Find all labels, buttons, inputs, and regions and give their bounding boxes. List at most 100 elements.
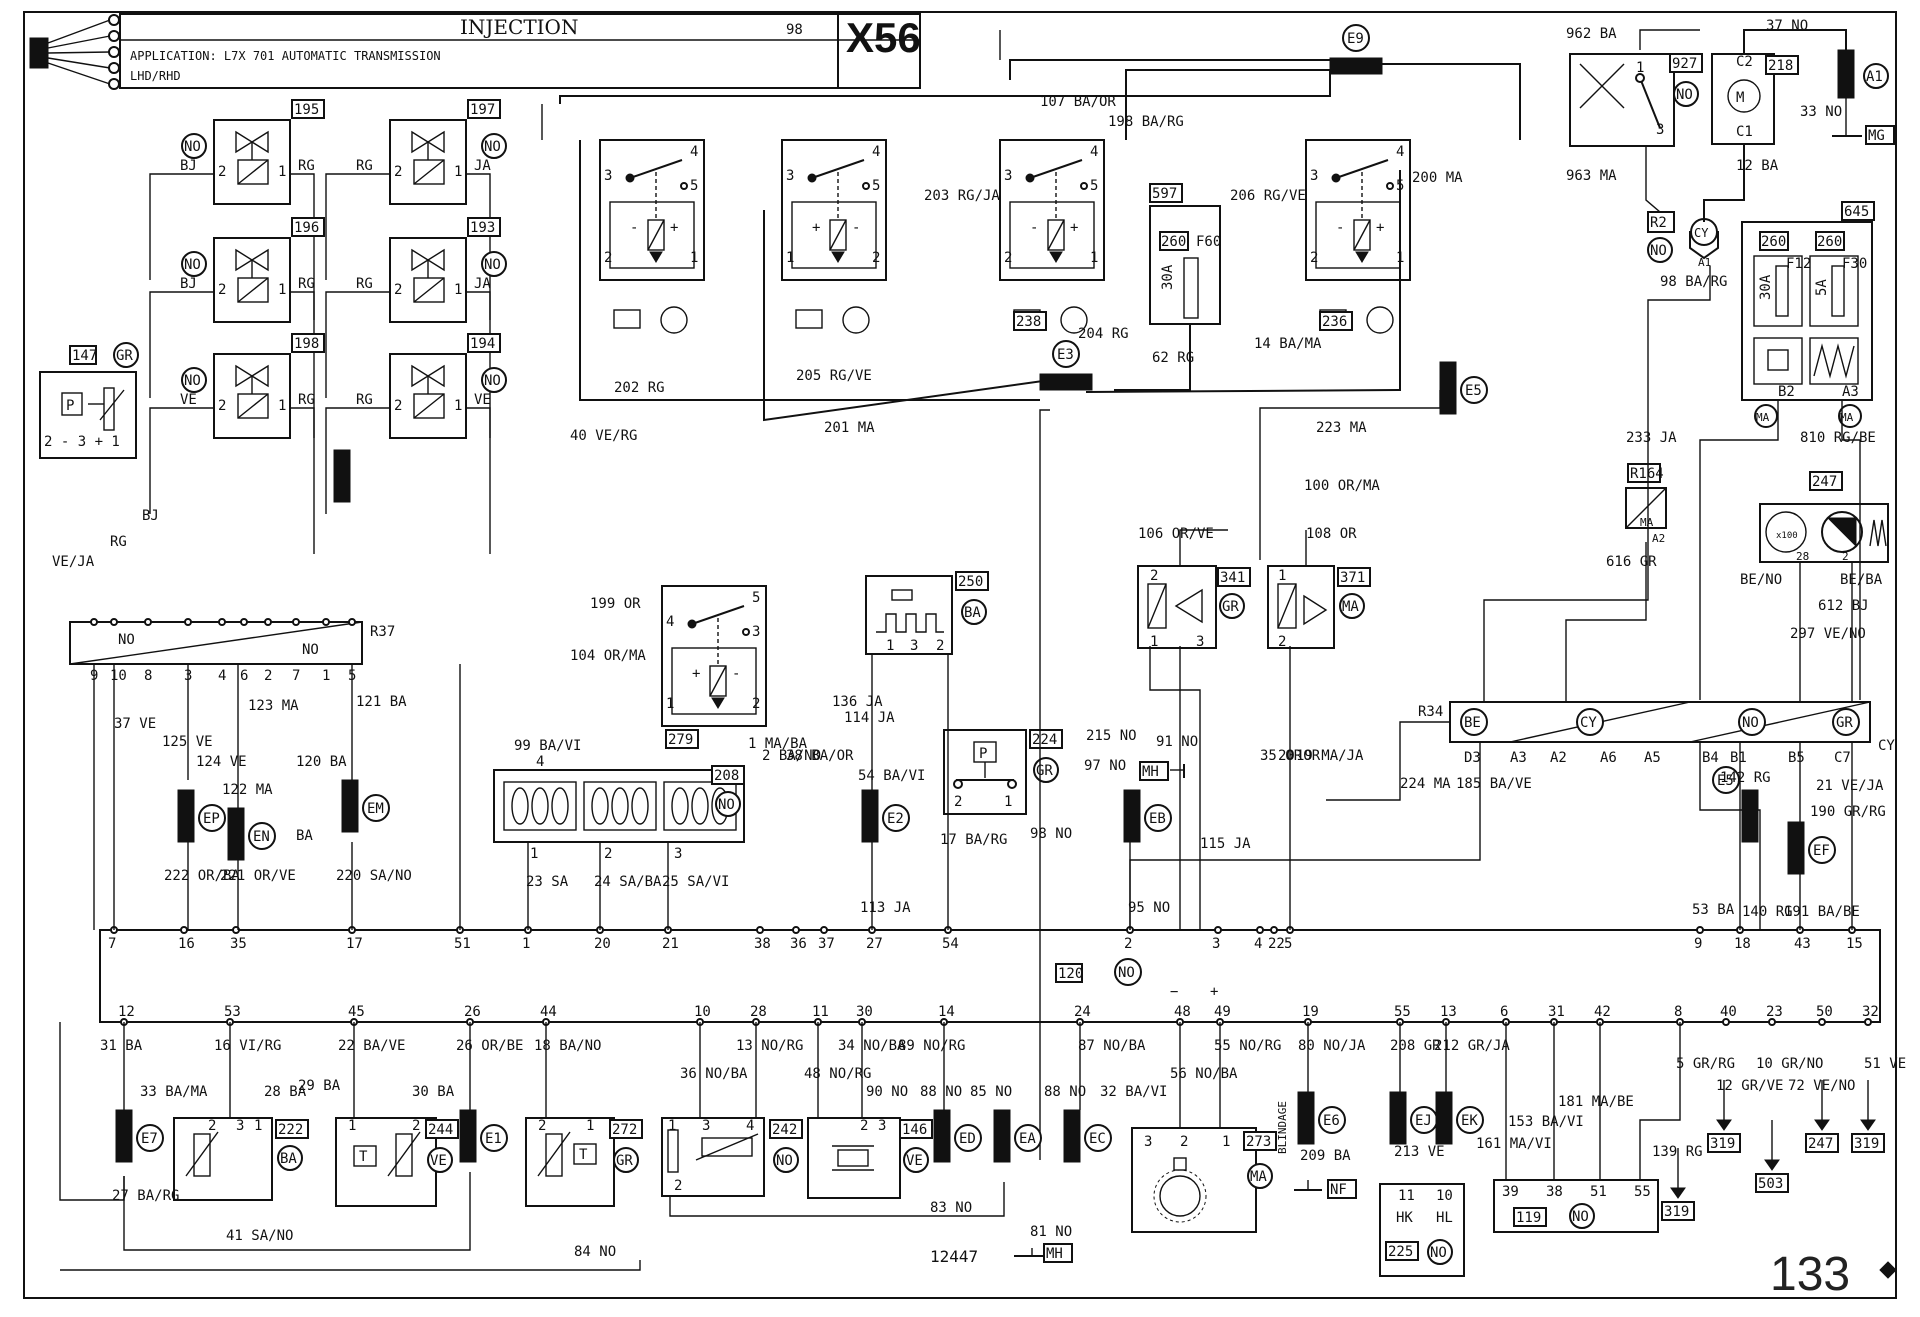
wire-label-37: 35 OR [1260,748,1303,764]
x-code: X56 [846,14,921,61]
c242-pin1: 1 [668,1118,676,1134]
wire-label-62: BJ [142,508,159,524]
r37-right: NO [302,642,319,658]
ecu-bottom-pin-11: 48 [1174,1004,1191,1020]
ecu-top-pin-9: 36 [790,936,807,952]
c242-pin3: 3 [702,1118,710,1134]
ecu-minus: − [1170,984,1178,1000]
valve-198-right-wire: RG [298,392,315,408]
wire-label-60: VE/JA [52,554,95,570]
c208-pin4: 4 [536,754,544,770]
connector-E9: E9 [1329,24,1383,75]
wire-label-107: 32 BA/VI [1100,1084,1167,1100]
c250-id: 250 [958,574,983,590]
connector-EN-label: EN [253,829,270,845]
wire-label-22: 106 OR/VE [1138,526,1214,542]
wire-label-58: 140 RG [1742,904,1793,920]
connector-E6-label: E6 [1323,1113,1340,1129]
valve-194-left-pin: 2 [394,398,402,414]
valve-197-right-pin: 1 [454,164,462,180]
valve-194-left-wire: RG [356,392,373,408]
r34-pin-6: B1 [1730,750,1747,766]
relay-236-id: 236 [1322,314,1347,330]
relay-2-pin-e: 1 [1090,250,1098,266]
c147-pins: 2 - 3 + 1 [44,434,120,450]
c371-code: MA [1342,599,1359,615]
r164-id: R164 [1630,466,1664,482]
r37-pin-8: 1 [322,668,330,684]
wire-label-93: 5 GR/RG [1676,1056,1735,1072]
component-927: 1 3 927 NO [1569,53,1703,147]
arrow-319-label-0: 319 [1664,1204,1689,1220]
connector-E3: E3 [1039,340,1093,391]
c247-gauge: x100 [1776,531,1798,541]
valve-195-right-pin: 1 [278,164,286,180]
relay-2-pin-c: 5 [1090,178,1098,194]
c242-pin2: 2 [674,1178,682,1194]
relay-4-pin-c: 3 [752,624,760,640]
arrow-503-label-2: 503 [1758,1176,1783,1192]
r34-seg-0: BE [1464,715,1481,731]
ecu-bottom-pin-2: 45 [348,1004,365,1020]
c341-pin1: 1 [1150,634,1158,650]
wire-label-8: 107 BA/OR [1040,94,1116,110]
wire-label-9: 198 BA/RG [1108,114,1184,130]
relay-0-sign-r: + [670,220,678,236]
ecu-bottom-pin-3: 26 [464,1004,481,1020]
c225-pin11: 11 [1398,1188,1415,1204]
c244-pin1: 1 [348,1118,356,1134]
connector-EJ: EJ [1389,1091,1438,1145]
connector-EF-label: EF [1813,843,1830,859]
valve-harness-connector [333,449,351,503]
fuse-645-left-sub: 260 [1761,234,1786,250]
valve-193-code: NO [484,257,501,273]
valve-196-left-wire: BJ [180,276,197,292]
wire-label-100: 28 BA [264,1084,307,1100]
arrow-319-label-4: 319 [1854,1136,1879,1152]
c222-code: BA [280,1151,297,1167]
fuse-645-pin-a3: A3 [1842,384,1859,400]
valve-194-right-pin: 1 [454,398,462,414]
ecu-top-pin-8: 38 [754,936,771,952]
c242-pin4: 4 [746,1118,754,1134]
wire-label-31: 136 JA [832,694,883,710]
connector-E1: E1 [459,1109,508,1163]
r34-pin-3: A6 [1600,750,1617,766]
c250-code: BA [964,605,981,621]
c146-id: 146 [902,1122,927,1138]
fuse-645-id: 645 [1844,204,1869,220]
wire-label-45: 99 BA/VI [514,738,581,754]
wire-label-98: 139 RG [1652,1144,1703,1160]
ecu-bottom-pin-12: 49 [1214,1004,1231,1020]
ecu-top-pin-21: 15 [1846,936,1863,952]
wire-label-7: 810 RG/BE [1800,430,1876,446]
r34-pin-2: A2 [1550,750,1567,766]
connector-EM-label: EM [367,801,384,817]
relay-238-id: 238 [1016,314,1041,330]
c242-code: NO [776,1153,793,1169]
wire-label-81: 48 NO/RG [804,1066,871,1082]
wire-label-59: 191 BA/BE [1784,904,1860,920]
c225-hl: HL [1436,1210,1453,1226]
wire-label-18: 201 MA [824,420,875,436]
c208-code: NO [718,797,735,813]
ground-nf: NF BLINDAGE [1276,1101,1357,1199]
c146-pin2: 2 [860,1118,868,1134]
c247-pin2: 2 [1842,550,1849,563]
title-block: INJECTION 98 X56 APPLICATION: L7X 701 AU… [119,13,921,89]
wire-label-43: 21 VE/JA [1816,778,1884,794]
r37-id: R37 [370,624,395,640]
connector-ED-label: ED [959,1131,976,1147]
wire-label-32: 114 JA [844,710,895,726]
relay-2-pin-d: 2 [1004,250,1012,266]
c222-pin2: 2 [208,1118,216,1134]
relay-4-pin-a: 4 [666,614,674,630]
connector-E7: E7 [115,1109,164,1163]
c371-pin2: 2 [1278,634,1286,650]
c272-id: 272 [612,1122,637,1138]
c119-pin39: 39 [1502,1184,1519,1200]
wire-label-72: 220 SA/NO [336,868,412,884]
